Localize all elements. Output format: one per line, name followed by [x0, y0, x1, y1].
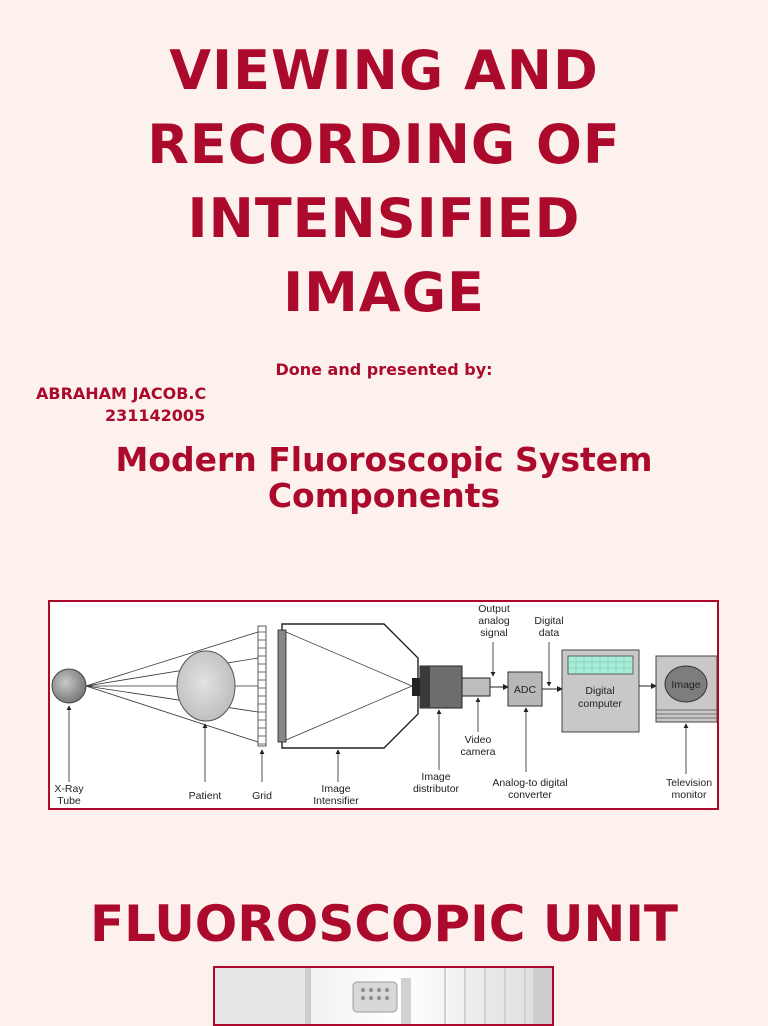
monitor-screen-label: Image [671, 679, 700, 691]
components-slide: Modern Fluoroscopic System Components [0, 430, 768, 848]
label-distributor-2: distributor [413, 783, 460, 795]
photo-content [215, 968, 552, 1024]
fluoroscopic-unit-slide: FLUOROSCOPIC UNIT [0, 848, 768, 1024]
heading-line-1: Modern Fluoroscopic System [0, 442, 768, 478]
label-distributor-1: Image [421, 771, 450, 783]
diagram-svg: ADC Digital computer [50, 602, 717, 808]
title-slide: VIEWING AND RECORDING OF INTENSIFIED IMA… [0, 0, 768, 430]
label-intensifier-2: Intensifier [313, 795, 359, 807]
label-camera-1: Video [465, 734, 492, 746]
heading-line-2: Components [0, 478, 768, 514]
grid-icon [258, 626, 266, 746]
label-patient: Patient [189, 790, 222, 802]
label-xray-2: Tube [57, 795, 81, 807]
label-tv-2: monitor [671, 789, 707, 801]
computer-label-1: Digital [585, 685, 614, 697]
digital-computer-icon: Digital computer [562, 650, 639, 732]
title-line-3: INTENSIFIED [0, 182, 768, 256]
xray-tube-icon [52, 669, 86, 703]
author-name: ABRAHAM JACOB.C [36, 383, 206, 405]
image-intensifier-icon [278, 624, 420, 748]
fluoroscopy-diagram: ADC Digital computer [48, 600, 719, 810]
fluoroscopic-unit-photo [213, 966, 554, 1026]
label-digital-data-2: data [539, 627, 560, 639]
author-block: ABRAHAM JACOB.C 231142005 [36, 383, 206, 427]
label-output-1: Output [478, 603, 510, 615]
label-grid: Grid [252, 790, 272, 802]
label-output-2: analog [478, 615, 510, 627]
adc-label: ADC [514, 684, 537, 696]
title-line-2: RECORDING OF [0, 108, 768, 182]
label-digital-data-1: Digital [534, 615, 563, 627]
patient-icon [177, 651, 235, 721]
slide-heading: Modern Fluoroscopic System Components [0, 442, 768, 514]
slide-title: VIEWING AND RECORDING OF INTENSIFIED IMA… [0, 34, 768, 330]
video-camera-icon [462, 678, 490, 696]
label-tv-1: Television [666, 777, 712, 789]
label-xray-1: X-Ray [54, 783, 84, 795]
computer-label-2: computer [578, 698, 622, 710]
label-adc-2: converter [508, 789, 552, 801]
label-output-3: signal [480, 627, 507, 639]
title-line-1: VIEWING AND [0, 34, 768, 108]
slide-heading-unit: FLUOROSCOPIC UNIT [0, 894, 768, 954]
label-adc-1: Analog-to digital [492, 777, 567, 789]
author-id: 231142005 [36, 405, 206, 427]
title-line-4: IMAGE [0, 256, 768, 330]
label-camera-2: camera [460, 746, 495, 758]
label-intensifier-1: Image [321, 783, 350, 795]
presenter-byline: Done and presented by: [0, 360, 768, 379]
television-monitor-icon: Image [656, 656, 717, 722]
